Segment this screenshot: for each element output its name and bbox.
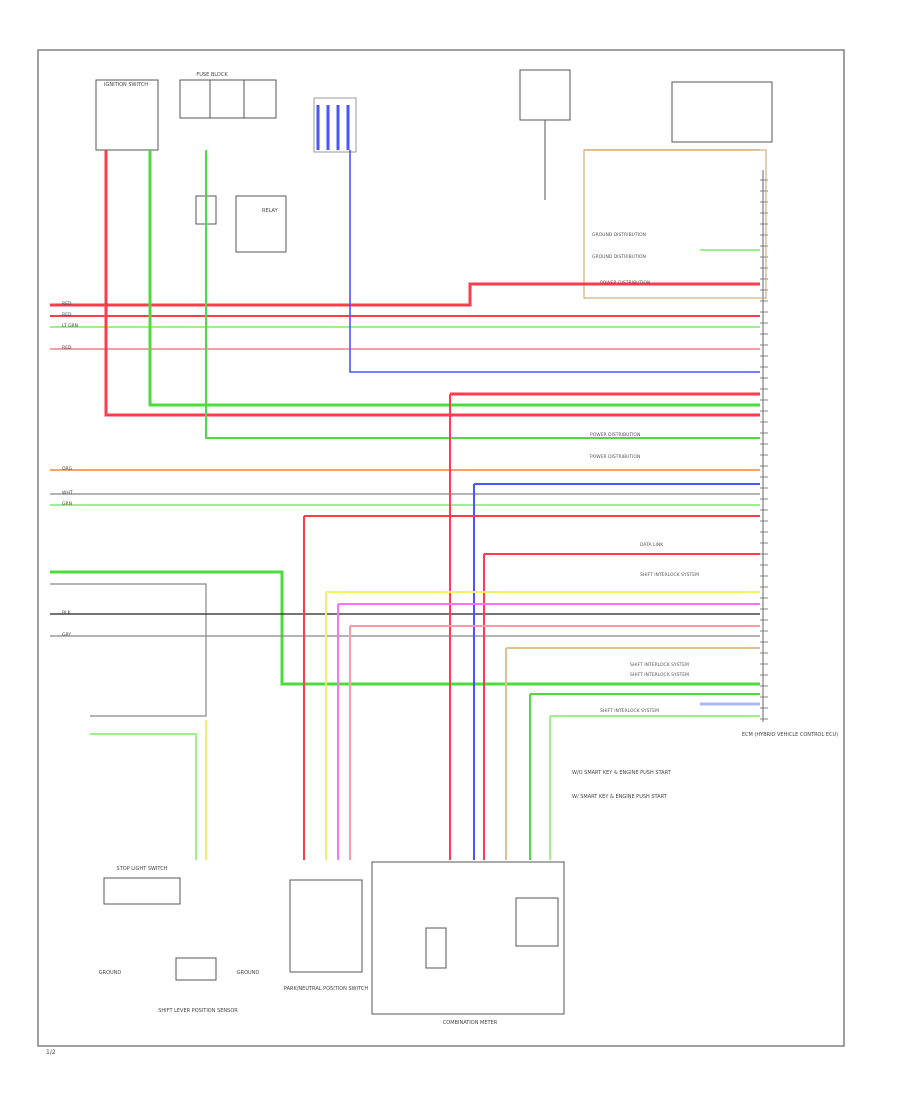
ref-data-link: DATA LINK [640,542,664,548]
wire-green-6 [148,150,760,407]
wire-blue-4 [349,150,760,373]
wire-gray-12 [50,583,207,717]
shift-lever-label: SHIFT LEVER POSITION SENSOR [158,1008,238,1014]
ref-shift-2: SHIFT INTERLOCK SYSTEM [630,662,689,668]
ref-power-1: POWER DISTRIBUTION [600,280,650,286]
wire-label-grn: GRN [62,501,72,507]
note-a: W/O SMART KEY & ENGINE PUSH START [572,770,672,776]
ref-shift-1: SHIFT INTERLOCK SYSTEM [640,572,699,578]
ref-shift-4: SHIFT INTERLOCK SYSTEM [600,708,659,714]
wire-green-11 [50,570,760,686]
relay-label: RELAY [262,208,279,214]
park-neutral-label: PARK/NEUTRAL POSITION SWITCH [284,986,368,992]
ref-ground-1: GROUND DISTRIBUTION [592,232,646,238]
combination-meter-label: COMBINATION METER [443,1020,498,1026]
ecm-label: ECM (HYBRID VEHICLE CONTROL ECU) [742,732,838,738]
ground-label-2: GROUND [237,970,260,976]
diagram-border [37,49,845,1047]
wires [50,149,760,860]
wire-label-blk: BLK [62,610,72,616]
wire-label-red-3: RED [62,345,72,351]
wire-label-gry: GRY [62,632,71,638]
bottom-components [103,861,565,1015]
wire-label-ltgrn: LT GRN [62,323,78,329]
top-left-components [95,79,287,253]
ref-power-3: POWER DISTRIBUTION [590,454,640,460]
ref-power-2: POWER DISTRIBUTION [590,432,640,438]
ground-label-1: GROUND [99,970,122,976]
wire-label-wht: WHT [62,490,73,496]
wire-red-0 [50,282,760,307]
note-b: W/ SMART KEY & ENGINE PUSH START [572,794,668,800]
top-right-components [519,69,773,299]
ref-ground-2: GROUND DISTRIBUTION [592,254,646,260]
wire-green-7 [205,150,760,439]
fuse-block-outputs [313,97,357,153]
wire-label-org: ORG [62,466,73,472]
ecm-pin-ticks [760,179,768,720]
wire-label-red-1: RED [62,301,72,307]
ecm-connector [760,170,768,722]
wire-red-5 [104,150,760,417]
wire-lightgreen-37 [90,733,197,860]
ignition-switch-label: IGNITION SWITCH [104,82,148,88]
fuse-block-label: FUSE BLOCK [196,72,228,78]
footer-page: 1/2 [46,1049,56,1056]
brake-switch-label: STOP LIGHT SWITCH [117,866,168,872]
wire-label-red-2: RED [62,312,72,318]
ref-shift-3: SHIFT INTERLOCK SYSTEM [630,672,689,678]
